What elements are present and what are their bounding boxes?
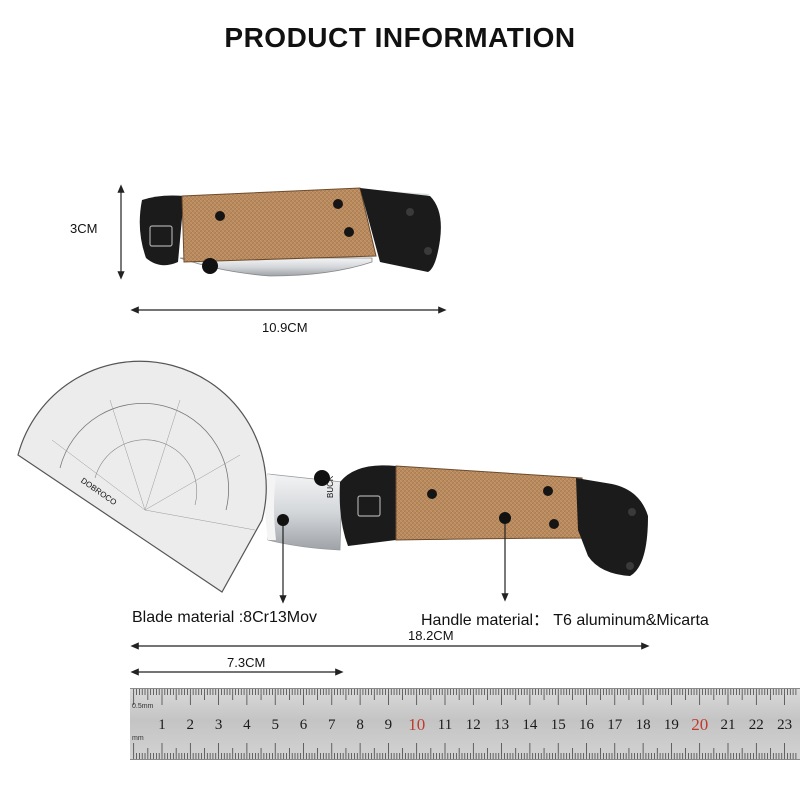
ruler-number: 20	[691, 715, 709, 734]
blade-engraving: BUCK	[326, 475, 335, 498]
ruler-number: 19	[663, 717, 679, 733]
ruler-number: 1	[158, 717, 166, 733]
ruler-number: 14	[522, 717, 538, 733]
ruler-unit-top: 0.5mm	[132, 703, 154, 710]
ruler-number: 7	[328, 717, 336, 733]
blade-length-label: 7.3CM	[227, 655, 266, 670]
open-knife-image	[265, 465, 648, 576]
ruler-number: 9	[384, 717, 393, 733]
closed-length-label: 10.9CM	[262, 320, 308, 335]
ruler-number: 16	[579, 717, 594, 733]
ruler-ticks	[133, 689, 797, 759]
handle-material-label: Handle material： T6 aluminum&Micarta	[421, 612, 709, 629]
closed-knife-image	[139, 187, 441, 277]
ruler-number: 8	[356, 717, 364, 733]
ruler-number: 12	[465, 717, 481, 733]
ruler-unit-bottom: mm	[132, 735, 144, 742]
page-title: PRODUCT INFORMATION	[224, 22, 576, 53]
ruler-number: 6	[299, 717, 308, 733]
ruler-number: 23	[777, 717, 793, 733]
blade-material-label: Blade material :8Cr13Mov	[132, 609, 317, 626]
ruler-number: 10	[408, 715, 426, 734]
ruler-number: 5	[271, 717, 279, 733]
ruler-number: 11	[437, 717, 453, 733]
ruler-number: 15	[550, 717, 566, 733]
ruler-number: 4	[243, 717, 251, 733]
ruler-number: 18	[635, 717, 651, 733]
ruler-number: 21	[720, 717, 736, 733]
ruler-number: 3	[214, 717, 223, 733]
height-label: 3CM	[70, 221, 98, 236]
protractor-image	[17, 360, 267, 593]
ruler-number: 17	[607, 717, 623, 733]
ruler-number: 13	[494, 717, 510, 733]
total-length-label: 18.2CM	[408, 628, 454, 643]
ruler-number: 2	[186, 717, 195, 733]
ruler-number: 22	[748, 717, 764, 733]
